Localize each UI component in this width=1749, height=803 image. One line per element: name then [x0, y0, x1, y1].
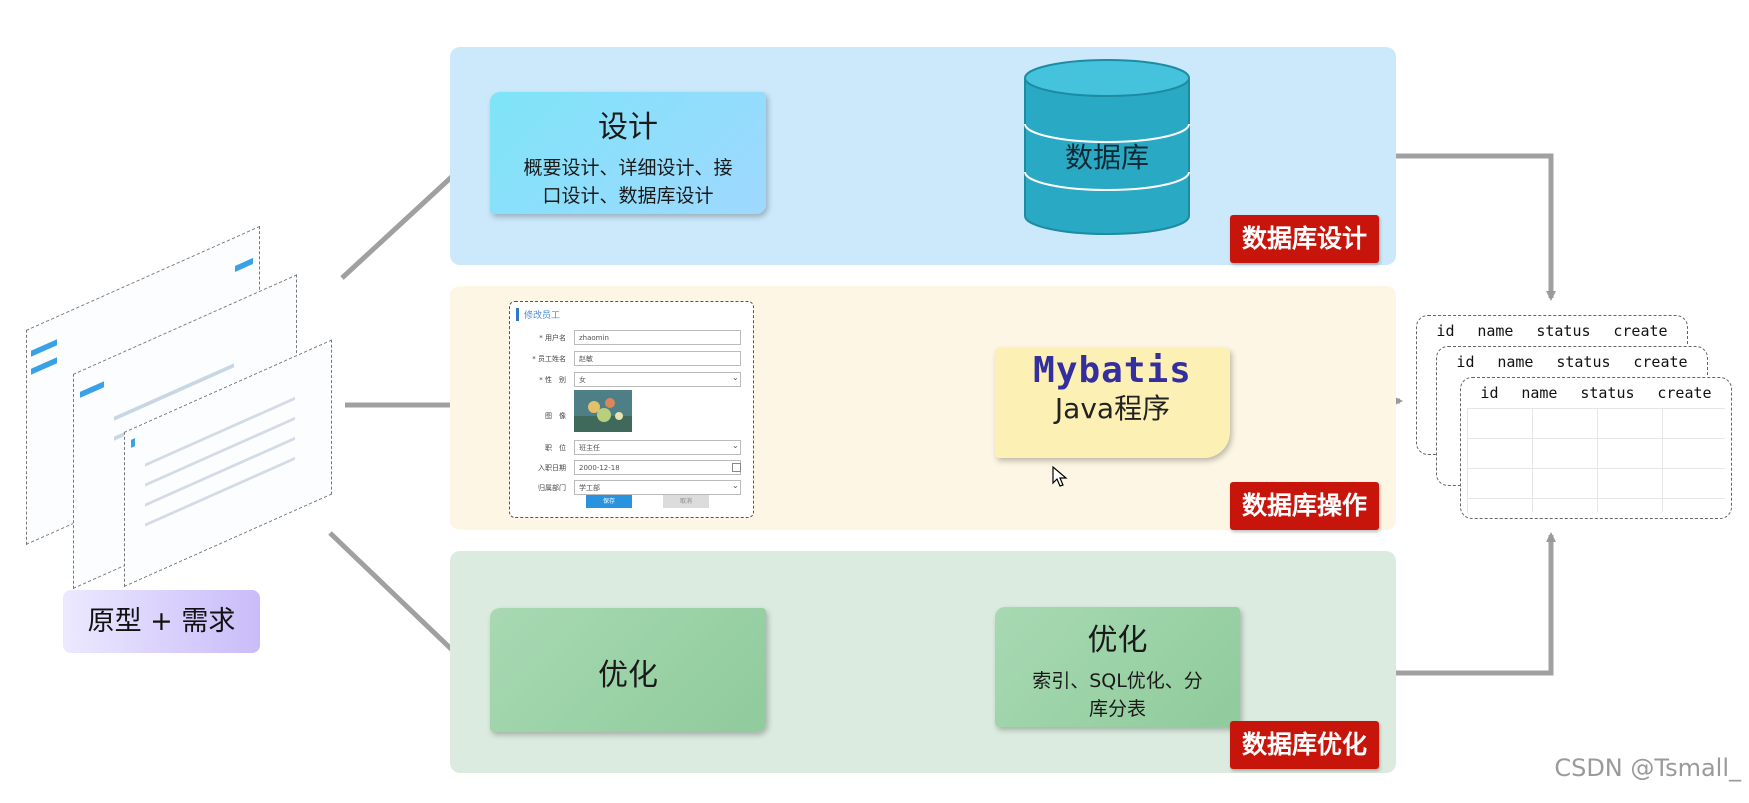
form-label: 归属部门 — [538, 484, 566, 492]
cancel-button[interactable]: 取消 — [663, 495, 709, 508]
employee-name-field[interactable]: 赵敏 — [574, 351, 741, 366]
column-create: create — [1633, 353, 1688, 371]
form-row-name: * 员工姓名 赵敏 — [510, 351, 753, 367]
design-desc-line1: 概要设计、详细设计、接 — [523, 157, 733, 179]
tag-database-operation: 数据库操作 — [1230, 482, 1380, 530]
column-name: name — [1521, 384, 1558, 402]
column-status: status — [1536, 322, 1591, 340]
java-program-label: Java程序 — [1054, 392, 1171, 425]
form-row-department: 归属部门 学工部 ⌄ — [510, 480, 753, 496]
column-create: create — [1657, 384, 1712, 402]
chevron-down-icon: ⌄ — [732, 481, 739, 490]
form-row-gender: * 性 别 女 ⌄ — [510, 372, 753, 388]
form-row-username: * 用户名 zhaomin — [510, 330, 753, 346]
form-label: 职 位 — [545, 444, 566, 452]
optimize-desc-line1: 索引、SQL优化、分 — [1032, 670, 1203, 692]
tag-database-design: 数据库设计 — [1230, 215, 1380, 263]
form-label: 图 像 — [545, 412, 566, 420]
username-field[interactable]: zhaomin — [574, 330, 741, 345]
form-label: * 性 别 — [539, 376, 566, 384]
gender-select[interactable]: 女 — [574, 372, 741, 387]
database-label: 数据库 — [1064, 141, 1149, 174]
optimize-card-left: 优化 — [490, 608, 766, 732]
prototype-requirements-label: 原型 + 需求 — [63, 590, 260, 653]
save-button[interactable]: 保存 — [586, 495, 632, 508]
column-create: create — [1613, 322, 1668, 340]
optimize-left-title: 优化 — [598, 658, 658, 693]
calendar-icon — [732, 463, 741, 472]
table-header: id name status create — [1417, 316, 1687, 340]
column-name: name — [1477, 322, 1514, 340]
column-id: id — [1436, 322, 1455, 340]
avatar-image[interactable] — [574, 390, 632, 432]
column-name: name — [1497, 353, 1534, 371]
arrow-to-design — [340, 157, 473, 280]
column-id: id — [1480, 384, 1499, 402]
design-card: 设计 概要设计、详细设计、接 口设计、数据库设计 — [490, 92, 766, 214]
optimize-desc-line2: 库分表 — [1088, 698, 1146, 720]
column-status: status — [1556, 353, 1611, 371]
form-label: * 员工姓名 — [532, 355, 566, 363]
column-id: id — [1456, 353, 1475, 371]
form-row-position: 职 位 班主任 ⌄ — [510, 440, 753, 456]
hire-date-field[interactable]: 2000-12-18 — [574, 460, 741, 475]
db-table-front: id name status create — [1460, 377, 1732, 519]
form-row-image: 图 像 — [510, 408, 753, 424]
table-header: id name status create — [1437, 347, 1707, 371]
form-title: 修改员工 — [516, 308, 560, 321]
mouse-cursor-icon — [1052, 465, 1068, 492]
table-header: id name status create — [1461, 378, 1731, 402]
department-select[interactable]: 学工部 — [574, 480, 741, 495]
table-grid — [1467, 408, 1725, 512]
mybatis-logo: Mybatis — [1033, 350, 1192, 391]
form-label: 入职日期 — [538, 464, 566, 472]
optimize-right-title: 优化 — [1087, 623, 1148, 658]
arrow-to-optimize — [328, 531, 473, 670]
column-status: status — [1580, 384, 1635, 402]
form-label: * 用户名 — [539, 334, 566, 342]
position-select[interactable]: 班主任 — [574, 440, 741, 455]
optimize-card-right: 优化 索引、SQL优化、分 库分表 — [995, 607, 1240, 727]
database-cylinder-icon — [1024, 59, 1190, 235]
chevron-down-icon: ⌄ — [732, 373, 739, 382]
employee-form-mockup: 修改员工 * 用户名 zhaomin * 员工姓名 赵敏 * 性 别 女 ⌄ 图… — [509, 301, 754, 518]
form-row-hire-date: 入职日期 2000-12-18 — [510, 460, 753, 476]
watermark: CSDN @Tsmall_ — [1554, 754, 1741, 782]
design-title: 设计 — [598, 110, 658, 145]
design-desc-line2: 口设计、数据库设计 — [542, 185, 714, 207]
mybatis-java-note: Mybatis Java程序 — [995, 348, 1230, 458]
tag-database-optimization: 数据库优化 — [1230, 721, 1380, 769]
chevron-down-icon: ⌄ — [732, 441, 739, 450]
